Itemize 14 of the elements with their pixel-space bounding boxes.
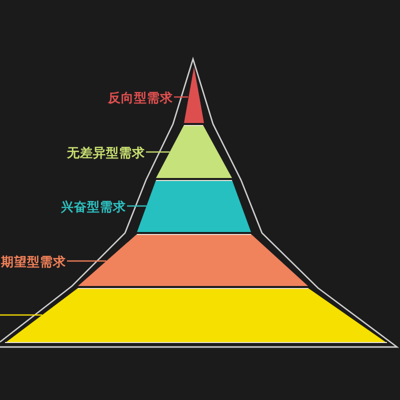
leader-line bbox=[146, 151, 170, 153]
pyramid-level bbox=[184, 67, 204, 123]
pyramid-level bbox=[5, 288, 387, 343]
leader-line bbox=[67, 260, 106, 262]
leader-line bbox=[174, 96, 188, 98]
leader-line bbox=[127, 205, 146, 207]
level-label: 无差异型需求 bbox=[67, 144, 145, 160]
pyramid-level bbox=[137, 180, 251, 232]
level-label: 兴奋型需求 bbox=[61, 198, 126, 214]
pyramid-level bbox=[78, 234, 308, 286]
leader-line bbox=[0, 314, 42, 316]
pyramid-level bbox=[156, 125, 232, 178]
level-label: 期望型需求 bbox=[1, 254, 66, 268]
level-label: 反向型需求 bbox=[108, 90, 173, 104]
